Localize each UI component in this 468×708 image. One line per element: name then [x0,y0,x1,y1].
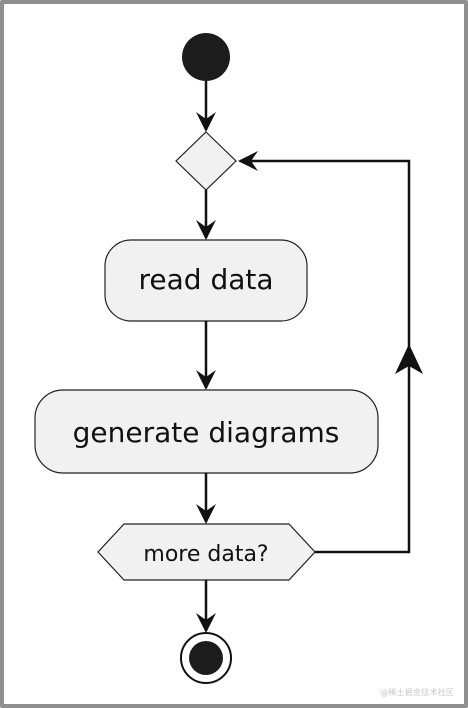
decision-node-more-data: more data? [97,523,316,581]
action-node-read-data-label: read data [138,263,273,296]
edge-loop-back-arrowhead [395,344,423,374]
action-node-generate-diagrams: generate diagrams [34,389,379,474]
end-node [180,632,232,684]
decision-node-more-data-label: more data? [143,542,268,567]
edge-loop-back-path [238,151,411,554]
merge-node [175,131,237,191]
end-node-inner-dot [189,641,223,675]
watermark: @稀土掘金技术社区 [380,688,454,697]
edge-loop-back [238,151,423,554]
decision-node-more-data-shape [97,523,316,581]
start-node [182,33,230,81]
activity-diagram: read data generate diagrams more data? [34,33,423,684]
action-node-read-data: read data [104,239,308,322]
action-node-generate-diagrams-label: generate diagrams [73,416,340,449]
